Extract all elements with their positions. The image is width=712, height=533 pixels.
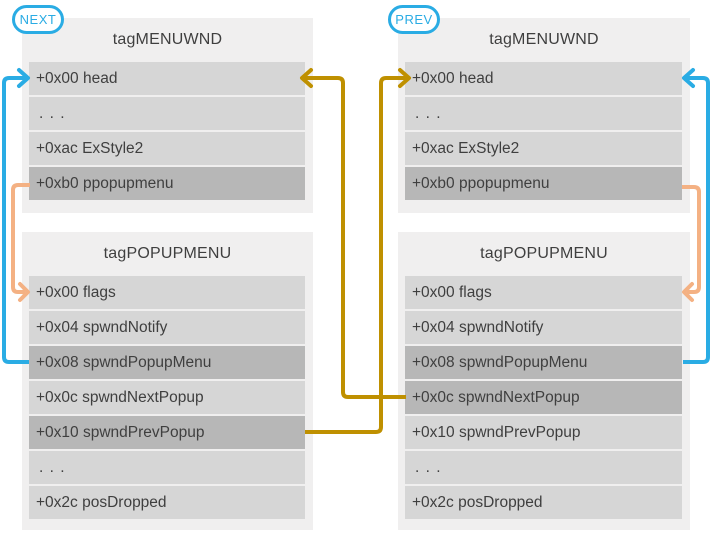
prev-menuwnd-row-exstyle2: +0xac ExStyle2 — [405, 132, 682, 165]
next-menuwnd-row-ppopupmenu: +0xb0 ppopupmenu — [29, 167, 305, 200]
next-tagmenuwnd-title: tagMENUWND — [112, 31, 223, 48]
prev-menuwnd-row-head: +0x00 head — [405, 62, 682, 95]
next-popupmenu-row-spwndpopupmenu: +0x08 spwndPopupMenu — [29, 346, 305, 379]
prev-tagpopupmenu-box: tagPOPUPMENU +0x00 flags +0x04 spwndNoti… — [398, 232, 690, 530]
prev-popupmenu-row-spwndpopupmenu: +0x08 spwndPopupMenu — [405, 346, 682, 379]
next-tagpopupmenu-rows: +0x00 flags +0x04 spwndNotify +0x08 spwn… — [29, 276, 305, 521]
prev-tagpopupmenu-title: tagPOPUPMENU — [480, 245, 608, 262]
prev-popupmenu-row-ellipsis: . . . — [405, 451, 682, 484]
prev-tagpopupmenu-rows: +0x00 flags +0x04 spwndNotify +0x08 spwn… — [405, 276, 682, 521]
next-popupmenu-row-spwndprevpopup: +0x10 spwndPrevPopup — [29, 416, 305, 449]
arrow-next-spwndprevpopup-to-prev-head — [305, 68, 411, 434]
next-tagpopupmenu-title: tagPOPUPMENU — [103, 245, 232, 262]
prev-popupmenu-row-flags: +0x00 flags — [405, 276, 682, 309]
prev-menuwnd-row-ellipsis: . . . — [405, 97, 682, 130]
prev-tagmenuwnd-rows: +0x00 head . . . +0xac ExStyle2 +0xb0 pp… — [405, 62, 682, 202]
prev-popupmenu-row-posdropped: +0x2c posDropped — [405, 486, 682, 519]
prev-menuwnd-row-ppopupmenu: +0xb0 ppopupmenu — [405, 167, 682, 200]
arrow-prev-spwndnextpopup-to-next-head — [300, 68, 406, 399]
next-tagmenuwnd-rows: +0x00 head . . . +0xac ExStyle2 +0xb0 pp… — [29, 62, 305, 202]
next-badge: NEXT — [12, 5, 64, 34]
prev-badge: PREV — [388, 5, 440, 34]
next-menuwnd-row-exstyle2: +0xac ExStyle2 — [29, 132, 305, 165]
prev-popupmenu-row-spwndnotify: +0x04 spwndNotify — [405, 311, 682, 344]
prev-tagmenuwnd-title: tagMENUWND — [489, 31, 599, 48]
next-popupmenu-row-ellipsis: . . . — [29, 451, 305, 484]
next-popupmenu-row-spwndnextpopup: +0x0c spwndNextPopup — [29, 381, 305, 414]
next-popupmenu-row-flags: +0x00 flags — [29, 276, 305, 309]
prev-tagmenuwnd-box: tagMENUWND +0x00 head . . . +0xac ExStyl… — [398, 18, 690, 213]
next-popupmenu-row-spwndnotify: +0x04 spwndNotify — [29, 311, 305, 344]
next-menuwnd-row-ellipsis: . . . — [29, 97, 305, 130]
next-tagmenuwnd-box: tagMENUWND +0x00 head . . . +0xac ExStyl… — [22, 18, 313, 213]
next-menuwnd-row-head: +0x00 head — [29, 62, 305, 95]
prev-popupmenu-row-spwndprevpopup: +0x10 spwndPrevPopup — [405, 416, 682, 449]
next-tagpopupmenu-box: tagPOPUPMENU +0x00 flags +0x04 spwndNoti… — [22, 232, 313, 530]
prev-popupmenu-row-spwndnextpopup: +0x0c spwndNextPopup — [405, 381, 682, 414]
next-popupmenu-row-posdropped: +0x2c posDropped — [29, 486, 305, 519]
